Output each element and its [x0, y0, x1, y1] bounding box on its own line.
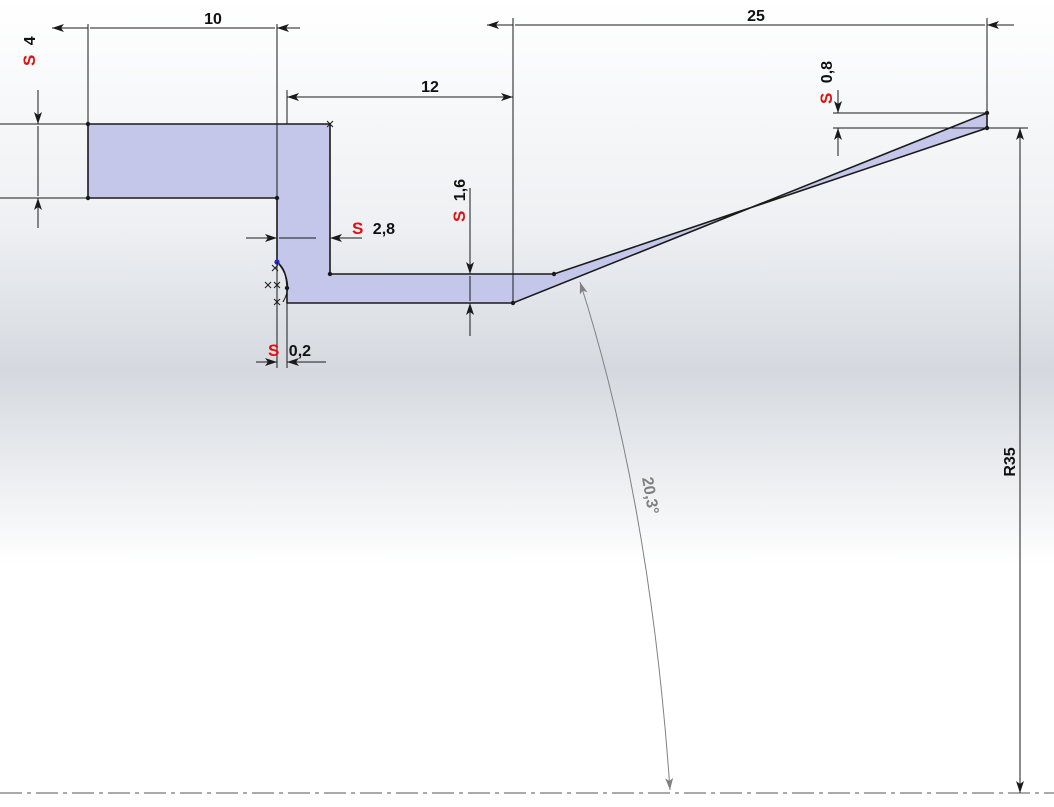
dimension-label[interactable]: 12: [421, 79, 439, 96]
dimension-label[interactable]: 10: [204, 11, 222, 28]
symbol-s: S: [20, 55, 39, 66]
svg-text:S 2,8: S 2,8: [352, 219, 395, 238]
dimension-label[interactable]: 0,8: [819, 61, 836, 83]
dimension-label[interactable]: 0,2: [289, 343, 311, 360]
dimension-thickness-0-2[interactable]: S 0,2: [256, 262, 326, 368]
symbol-s: S: [817, 93, 836, 104]
symbol-s: S: [352, 219, 363, 238]
svg-text:S 0,8: S 0,8: [817, 61, 836, 104]
dimension-label[interactable]: 25: [747, 8, 765, 25]
svg-text:S 4: S 4: [20, 36, 39, 66]
fillet-arc[interactable]: [278, 263, 289, 303]
vertex-point[interactable]: [327, 271, 333, 277]
dimension-label[interactable]: R35: [1002, 447, 1019, 476]
dimension-thickness-1-6[interactable]: S 1,6: [450, 179, 474, 336]
profile-shape[interactable]: [87, 111, 988, 304]
dimension-label[interactable]: 1,6: [452, 179, 469, 201]
dimension-width-10[interactable]: 10: [52, 11, 300, 198]
svg-text:S 0,2: S 0,2: [268, 341, 311, 360]
symbol-s: S: [268, 341, 279, 360]
vertex-point[interactable]: [284, 285, 290, 291]
symbol-s: S: [450, 211, 469, 222]
dimension-label[interactable]: 2,8: [373, 221, 395, 238]
dimension-width-12[interactable]: 12: [286, 79, 514, 303]
svg-text:S 1,6: S 1,6: [450, 179, 469, 222]
dimension-width-25[interactable]: 25: [487, 8, 1014, 113]
vertex-point[interactable]: [551, 271, 557, 277]
dimension-thickness-2-8[interactable]: S 2,8: [246, 219, 395, 242]
dimension-thickness-0-8[interactable]: S 0,8: [817, 61, 987, 156]
dimension-label[interactable]: 4: [22, 36, 39, 45]
dimension-thickness-4[interactable]: S 4: [0, 36, 88, 228]
dimension-radius[interactable]: R35: [987, 127, 1028, 793]
angle-label[interactable]: 20,3°: [638, 476, 661, 516]
dimension-angle[interactable]: 20,3°: [579, 281, 674, 791]
